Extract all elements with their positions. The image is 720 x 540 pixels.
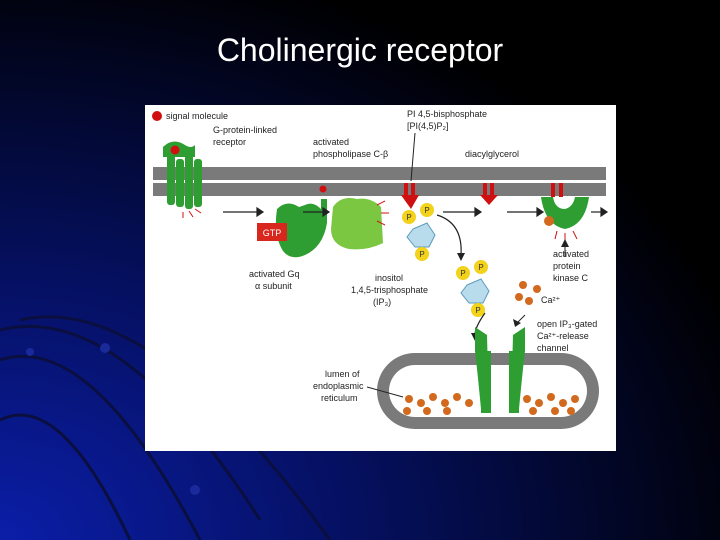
ip3-inositol-icon [460, 278, 490, 304]
plc-label-line-1: activated [313, 137, 349, 147]
slide-title: Cholinergic receptor [216, 32, 504, 68]
plasma-membrane [153, 167, 606, 196]
gq-label-line-2: α subunit [255, 281, 292, 291]
er-label-line-1: lumen of [325, 369, 360, 379]
ip3-label-line-1: inositol [375, 273, 403, 283]
channel-label-line-1: open IP₃-gated [537, 319, 597, 329]
receptor-label-line-2: receptor [213, 137, 246, 147]
ip3-label-line-2: 1,4,5-trisphosphate [351, 285, 428, 295]
signal-molecule-icon [152, 111, 162, 121]
pkc-label-line-1: activated [553, 249, 589, 259]
diacylglycerol-icon [480, 183, 498, 205]
activation-rays [376, 200, 389, 226]
er-label-line-3: reticulum [321, 393, 358, 403]
er-label-line-2: endoplasmic [313, 381, 364, 391]
plc-label-line-2: phospholipase C-β [313, 149, 388, 159]
phosphate-label: P [475, 306, 480, 315]
gtp-label: GTP [263, 228, 282, 238]
arrow [443, 206, 609, 218]
signal-molecule-label: signal molecule [166, 111, 228, 121]
ip3-label-line-3: (IP₃) [373, 297, 391, 307]
gq-label-line-1: activated Gq [249, 269, 300, 279]
phosphate-group-icon: P [415, 247, 429, 261]
protein-kinase-c-icon [541, 183, 589, 229]
activation-rays [182, 208, 202, 218]
arrow [303, 206, 331, 218]
pip2-label-line-2: [PI(4,5)P₂] [407, 121, 449, 131]
channel-label-line-3: channel [537, 343, 569, 353]
ip3-gated-channel-icon [475, 327, 525, 413]
phosphate-label: P [424, 206, 429, 215]
activation-rays [554, 230, 578, 241]
receptor-label-line-1: G-protein-linked [213, 125, 277, 135]
arrow [223, 206, 265, 218]
phosphate-group-icon: P P [456, 260, 488, 280]
pkc-label-line-2: protein [553, 261, 581, 271]
phosphate-label: P [478, 263, 483, 272]
phospholipase-c-icon [331, 198, 383, 250]
decorative-dots [26, 343, 200, 495]
phosphate-group-icon: P P [402, 203, 434, 224]
gq-alpha-subunit-icon [275, 199, 327, 258]
pip2-label-line-1: PI 4,5-bisphosphate [407, 109, 487, 119]
inositol-ring-icon [406, 222, 436, 248]
phosphate-label: P [460, 269, 465, 278]
phosphate-group-icon: P [471, 303, 485, 317]
gtp-badge [257, 223, 287, 241]
pip2-lipid-icon [401, 183, 419, 209]
pkc-label-line-3: kinase C [553, 273, 589, 283]
phosphate-label: P [406, 213, 411, 222]
channel-label-line-2: Ca²⁺-release [537, 331, 589, 341]
calcium-label: Ca²⁺ [541, 295, 561, 305]
calcium-ions-icon [515, 281, 541, 305]
phosphate-label: P [419, 250, 424, 259]
dag-label: diacylglycerol [465, 149, 519, 159]
calcium-ions-icon [403, 393, 579, 415]
signaling-diagram: signal molecule G-protein-linked recepto… [145, 105, 616, 451]
receptor-icon [163, 141, 202, 209]
